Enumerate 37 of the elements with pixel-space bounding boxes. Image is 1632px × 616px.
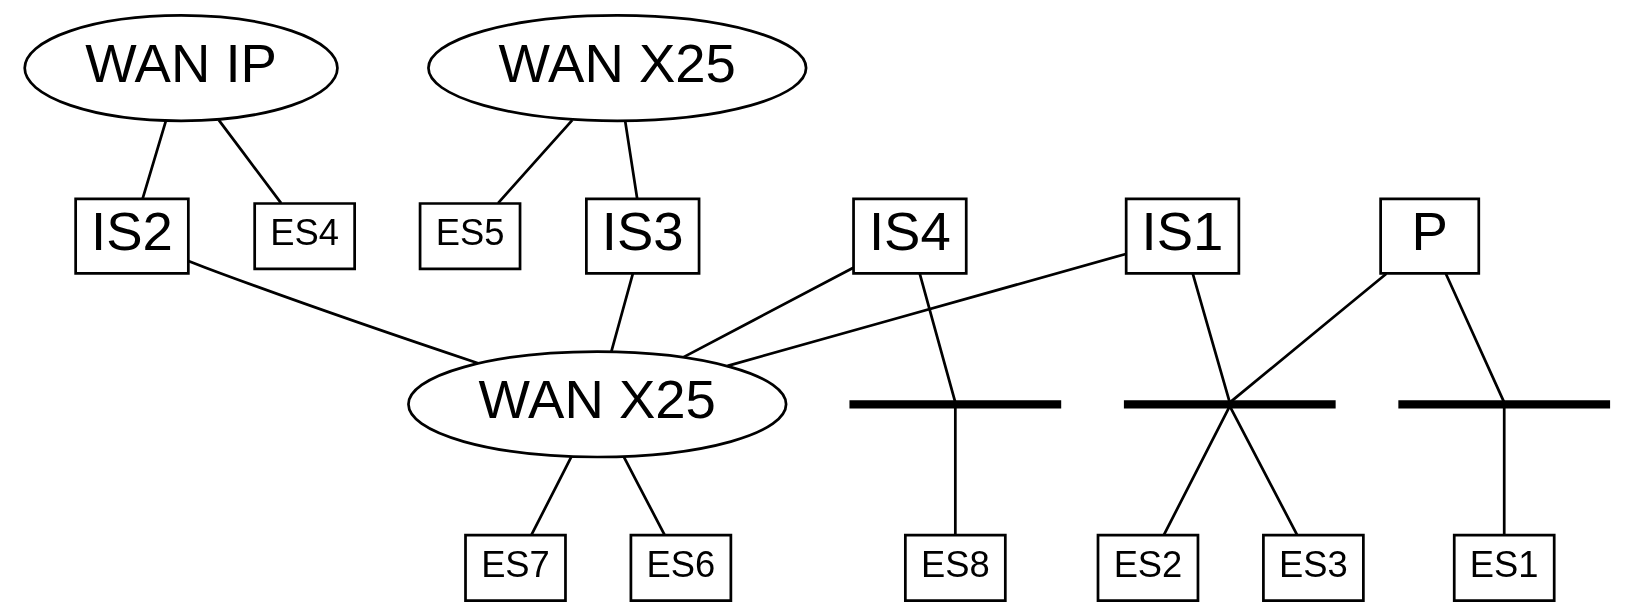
node-box: ES5 <box>418 202 521 271</box>
connector <box>1444 273 1505 403</box>
connector <box>1190 273 1231 402</box>
node-box: ES4 <box>252 202 356 271</box>
connector <box>623 120 639 200</box>
connector <box>609 273 634 352</box>
node-bar <box>1397 400 1610 409</box>
connector <box>1502 407 1506 535</box>
connector <box>1162 406 1230 536</box>
connector <box>953 407 957 535</box>
node-ellipse: WAN X25 <box>406 350 787 459</box>
node-box: ES8 <box>903 533 1007 602</box>
connector <box>1228 406 1298 536</box>
connector <box>682 266 854 359</box>
node-box: ES6 <box>629 533 732 602</box>
node-ellipse: WAN IP <box>22 14 339 123</box>
connector <box>1229 272 1387 403</box>
node-box: IS3 <box>584 197 700 275</box>
connector <box>140 120 167 200</box>
node-box: IS2 <box>73 197 190 275</box>
node-bar <box>848 400 1061 409</box>
connector <box>726 252 1126 368</box>
connector <box>187 259 479 365</box>
node-box: ES1 <box>1452 533 1556 602</box>
node-bar <box>1123 400 1336 409</box>
node-box: P <box>1378 197 1480 275</box>
connector <box>917 273 956 402</box>
connector <box>217 119 282 204</box>
node-box: IS4 <box>851 197 968 275</box>
node-box: ES2 <box>1096 533 1199 602</box>
node-ellipse: WAN X25 <box>426 14 807 123</box>
node-box: IS1 <box>1124 197 1240 275</box>
node-box: ES3 <box>1261 533 1365 602</box>
connector <box>496 119 573 204</box>
connector <box>622 456 666 536</box>
connector <box>529 456 573 536</box>
node-box: ES7 <box>463 533 567 602</box>
